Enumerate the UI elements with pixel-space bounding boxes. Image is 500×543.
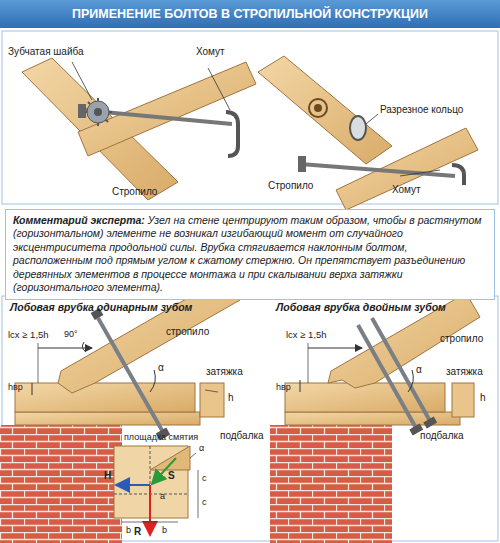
label: hвр xyxy=(276,383,291,393)
comment-box: Комментарий эксперта: Узел на стене цент… xyxy=(5,209,495,300)
label: b xyxy=(162,526,167,536)
label: Лобовая врубка двойным зубом xyxy=(276,302,446,314)
label: Хомут xyxy=(392,184,421,195)
label: b xyxy=(126,526,131,536)
label: площадка смятия xyxy=(124,433,198,443)
label: затяжка xyxy=(206,366,243,377)
label: hвр xyxy=(8,383,23,393)
label: a xyxy=(160,492,165,502)
label: c xyxy=(202,474,207,484)
label: lсх ≥ 1,5h xyxy=(8,330,49,340)
label: h xyxy=(480,392,486,403)
label: подбалка xyxy=(220,430,264,441)
label: затяжка xyxy=(446,366,483,377)
label: Лобовая врубка одинарным зубом xyxy=(10,302,192,314)
label: R xyxy=(134,526,141,537)
title-text: ПРИМЕНЕНИЕ БОЛТОВ В СТРОПИЛЬНОЙ КОНСТРУК… xyxy=(0,0,500,28)
label: c xyxy=(202,498,207,508)
label: Зубчатая шайба xyxy=(8,46,84,57)
label: α xyxy=(416,364,422,375)
label: α xyxy=(158,362,164,373)
label: Стропило xyxy=(268,180,313,191)
label: стропило xyxy=(440,333,483,344)
label: S xyxy=(168,470,175,481)
label: Стропило xyxy=(112,186,157,197)
label: lсх ≥ 1,5h xyxy=(286,330,327,340)
label: h xyxy=(228,392,234,403)
label: Хомут xyxy=(196,46,225,57)
label: H xyxy=(104,470,111,481)
label: α xyxy=(199,444,204,454)
label: 90° xyxy=(64,330,78,340)
label: стропило xyxy=(166,326,209,337)
label: подбалка xyxy=(420,430,464,441)
label: Разрезное кольцо xyxy=(380,104,463,115)
comment-heading: Комментарий эксперта: xyxy=(13,214,145,226)
